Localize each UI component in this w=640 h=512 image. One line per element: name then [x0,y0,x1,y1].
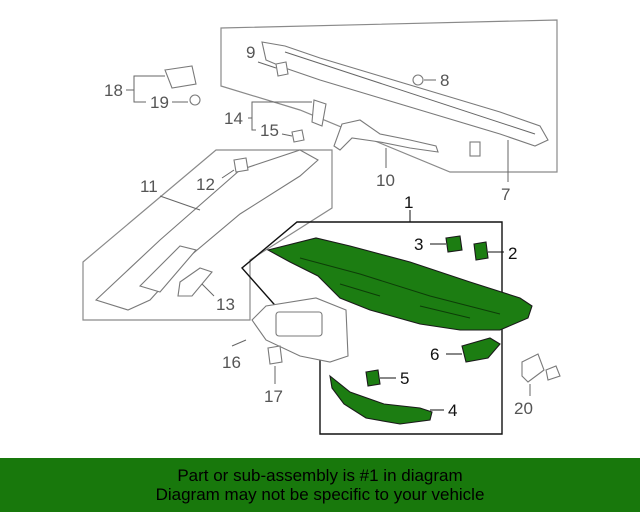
callout-9: 9 [246,43,255,62]
part-1-headliner [266,237,533,331]
panel-outline-11 [82,149,333,321]
callout-14: 14 [224,109,243,128]
callout-7: 7 [501,185,510,204]
part-13-bezel [177,267,213,297]
callout-19: 19 [150,93,169,112]
part-7-bracket [261,41,549,147]
callout-6: 6 [430,345,439,364]
part-20-clip [545,365,561,381]
banner-line-2: Diagram may not be specific to your vehi… [155,485,485,504]
part-8-screw [412,74,424,86]
callout-17: 17 [264,387,283,406]
info-banner: Part or sub-assembly is #1 in diagram Di… [0,458,640,512]
banner-line-1: Part or sub-assembly is #1 in diagram [177,466,463,485]
callout-11: 11 [140,177,158,196]
part-6-handle [461,337,501,363]
part-14-clip [311,99,327,127]
part-7-clip [469,141,481,157]
part-17-clip [267,345,283,365]
part-9-clip [275,61,289,77]
callout-12: 12 [196,175,215,194]
callout-13: 13 [216,295,235,314]
callout-2: 2 [508,244,517,263]
callout-3: 3 [414,235,423,254]
part-10-harness [333,119,439,153]
callout-4: 4 [448,401,457,420]
callout-1: 1 [404,193,413,212]
part-2-clip [473,241,489,261]
panel-outline-1 [240,221,503,435]
part-18-bracket [164,65,197,89]
callout-5: 5 [400,369,409,388]
part-11-pillar-trim [94,149,319,311]
part-12-clip [233,157,249,173]
part-16-mirror [275,311,323,337]
callout-15: 15 [260,121,279,140]
callout-8: 8 [440,71,449,90]
part-5-clip [365,369,381,387]
part-3-clip [445,235,463,253]
panel-outline-7 [220,19,558,173]
diagram-canvas: 7 9 8 18 19 14 15 10 11 12 13 1 3 2 6 5 [82,19,561,435]
callout-16: 16 [222,353,241,372]
part-4-console [329,374,433,425]
callout-10: 10 [376,171,395,190]
part-20-bracket [521,353,545,383]
part-15-clip [291,129,305,143]
callout-18: 18 [104,81,123,100]
part-19-nut [189,94,201,106]
callout-20: 20 [514,399,533,418]
part-11-inner [138,245,197,293]
